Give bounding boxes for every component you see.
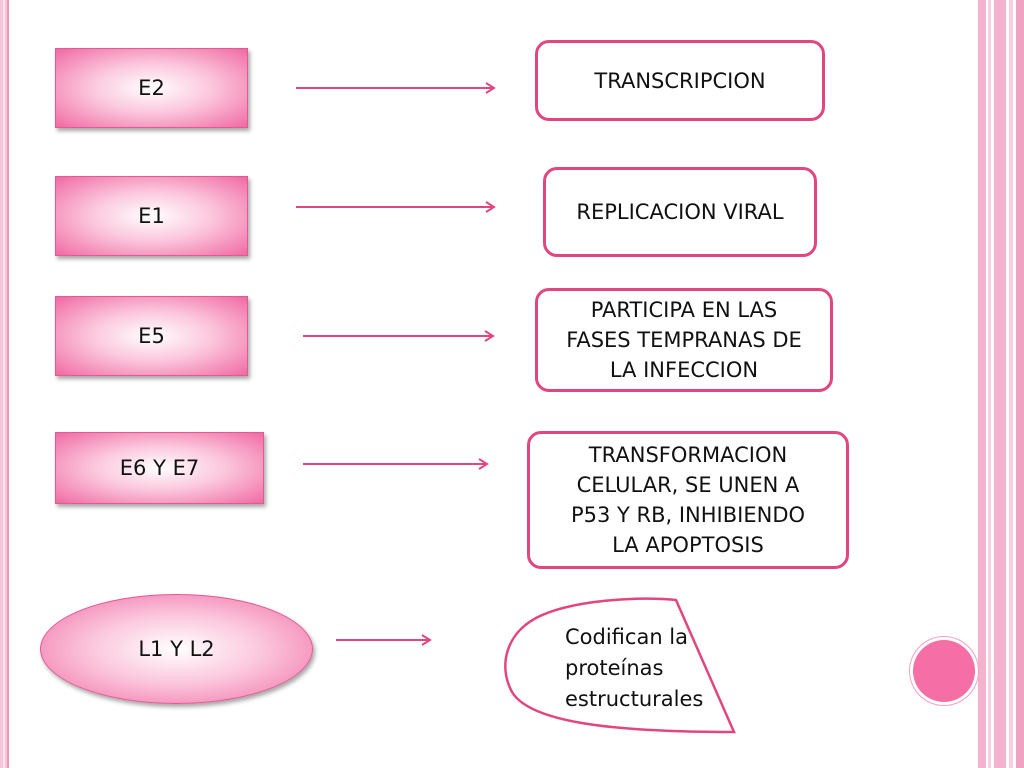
gene-label: E5 bbox=[138, 324, 165, 348]
gene-label: E6 Y E7 bbox=[119, 456, 200, 480]
gene-box-e1: E1 bbox=[55, 176, 248, 256]
right-frame-stripes bbox=[978, 0, 1024, 768]
arrow-e5 bbox=[303, 330, 495, 342]
gene-label: L1 Y L2 bbox=[138, 637, 215, 661]
gene-box-e6-e7: E6 Y E7 bbox=[55, 432, 264, 504]
function-line: estructurales bbox=[565, 687, 704, 711]
function-line: Codifican la bbox=[565, 625, 689, 649]
gene-box-e5: E5 bbox=[55, 296, 248, 376]
function-shape-codifican bbox=[504, 597, 736, 734]
arrow-l1-l2 bbox=[336, 634, 432, 646]
function-line: REPLICACION VIRAL bbox=[576, 200, 784, 224]
function-box-fases-tempranas: PARTICIPA EN LAS FASES TEMPRANAS DE LA I… bbox=[535, 288, 833, 392]
arrow-e2 bbox=[296, 82, 496, 94]
function-text-codifican: Codifican la proteínas estructurales bbox=[565, 622, 725, 715]
function-line: TRANSCRIPCION bbox=[594, 68, 766, 93]
gene-label: E1 bbox=[138, 204, 165, 228]
decorative-pink-circle bbox=[913, 640, 975, 702]
gene-ellipse-l1-l2: L1 Y L2 bbox=[40, 594, 313, 704]
function-line: P53 Y RB, INHIBIENDO bbox=[570, 503, 806, 527]
function-line: LA APOPTOSIS bbox=[612, 533, 764, 557]
left-frame-stripe bbox=[0, 0, 9, 768]
function-box-transformacion: TRANSFORMACION CELULAR, SE UNEN A P53 Y … bbox=[527, 431, 849, 569]
gene-label: E2 bbox=[138, 76, 165, 100]
function-line: TRANSFORMACION bbox=[588, 443, 788, 467]
function-box-replicacion: REPLICACION VIRAL bbox=[543, 167, 817, 257]
function-line: FASES TEMPRANAS DE bbox=[566, 328, 802, 352]
arrow-e6-e7 bbox=[303, 458, 489, 470]
function-line: PARTICIPA EN LAS bbox=[590, 298, 778, 322]
function-line: LA INFECCION bbox=[609, 358, 759, 382]
gene-box-e2: E2 bbox=[55, 48, 248, 128]
function-box-transcripcion: TRANSCRIPCION bbox=[535, 40, 825, 121]
function-line: CELULAR, SE UNEN A bbox=[576, 473, 800, 497]
arrow-e1 bbox=[296, 201, 496, 213]
function-line: proteínas bbox=[565, 656, 664, 680]
